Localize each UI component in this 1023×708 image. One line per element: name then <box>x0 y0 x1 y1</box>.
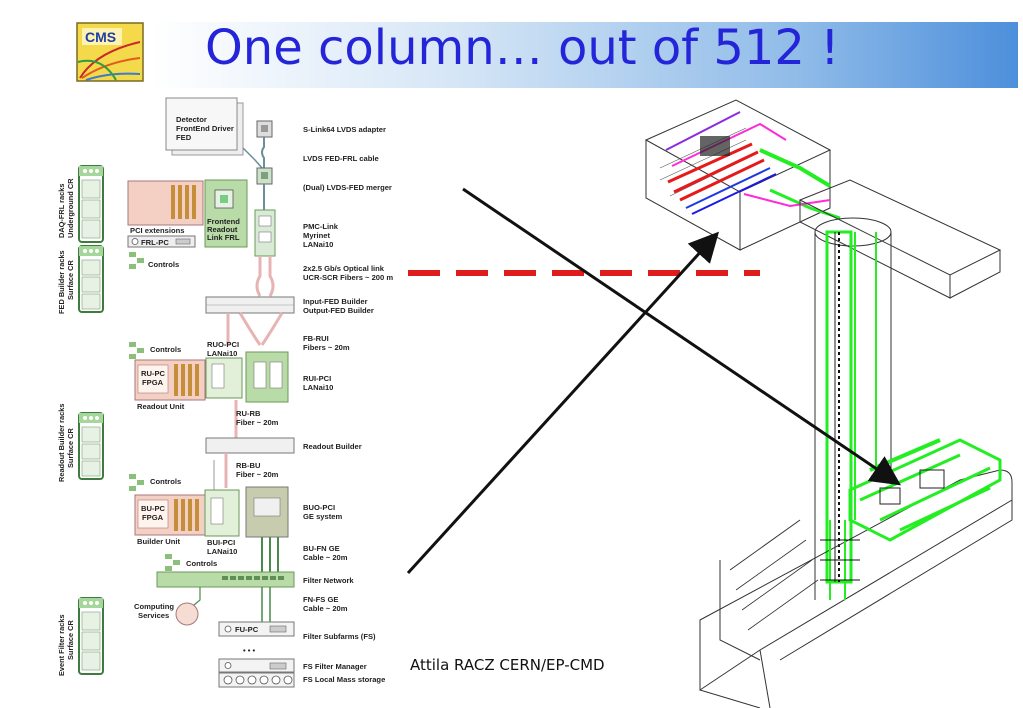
fed-builder-bar <box>205 296 295 314</box>
label-myrinet: Myrinet <box>303 231 330 240</box>
svg-text:RUO-PCI: RUO-PCI <box>207 340 239 349</box>
ru-pc-box: RU-PC FPGA Readout Unit <box>134 359 206 411</box>
rack-label: Readout Builder racks <box>57 404 66 482</box>
svg-text:Computing: Computing <box>134 602 174 611</box>
label-slink: S-Link64 LVDS adapter <box>303 125 386 134</box>
svg-text:FrontEnd Driver: FrontEnd Driver <box>176 124 234 133</box>
bu-pc-box: BU-PC FPGA Builder Unit <box>134 494 206 546</box>
label-cable-20m: Cable ~ 20m <box>303 604 348 613</box>
svg-text:Readout: Readout <box>207 225 238 234</box>
rack-label: Event Filter racks <box>57 614 66 676</box>
rack-daq-frl <box>78 165 104 243</box>
svg-text:RU-RB: RU-RB <box>236 409 261 418</box>
title-bar <box>150 22 1018 88</box>
fs-manager-box <box>218 658 295 688</box>
author-credit: Attila RACZ CERN/EP-CMD <box>410 656 605 674</box>
svg-text:Readout Unit: Readout Unit <box>137 402 185 411</box>
arrow-to-cavern <box>462 187 901 486</box>
svg-text:FRL-PC: FRL-PC <box>141 238 169 247</box>
svg-text:Detector: Detector <box>176 115 207 124</box>
svg-text:Frontend: Frontend <box>207 217 240 226</box>
svg-text:LANai10: LANai10 <box>207 349 237 358</box>
rack-label: Surface CR <box>66 619 75 660</box>
rack-label: Surface CR <box>66 259 75 300</box>
rack-fed-builder <box>78 245 104 313</box>
svg-text:Fiber ~ 20m: Fiber ~ 20m <box>236 418 279 427</box>
readout-builder-bar <box>205 437 295 454</box>
label-ge-system: GE system <box>303 512 343 521</box>
controls-label: Controls <box>150 477 181 486</box>
label-fb-rui: FB-RUI <box>303 334 329 343</box>
rack-label: Underground CR <box>66 178 75 238</box>
label-bu-fn-ge: BU-FN GE <box>303 544 340 553</box>
rack-event-filter <box>78 597 104 675</box>
label-rui-pci: RUI-PCI <box>303 374 331 383</box>
svg-text:LANai10: LANai10 <box>207 547 237 556</box>
label-fn-fs-ge: FN-FS GE <box>303 595 338 604</box>
svg-text:BU-PC: BU-PC <box>141 504 166 513</box>
svg-text:Fiber ~ 20m: Fiber ~ 20m <box>236 470 279 479</box>
svg-text:RU-PC: RU-PC <box>141 369 166 378</box>
cms-logo-icon: CMS <box>76 22 144 82</box>
svg-text:FPGA: FPGA <box>142 513 164 522</box>
label-lanai10: LANai10 <box>303 383 333 392</box>
svg-text:FU-PC: FU-PC <box>235 625 259 634</box>
label-lvds-cable: LVDS FED-FRL cable <box>303 154 379 163</box>
svg-text:PCI extensions: PCI extensions <box>130 226 184 235</box>
arrow-to-counting-room <box>406 231 720 575</box>
label-output-fed-builder: Output-FED Builder <box>303 306 374 315</box>
label-input-fed-builder: Input-FED Builder <box>303 297 368 306</box>
label-cable-20m: Cable ~ 20m <box>303 553 348 562</box>
label-buo-pci: BUO-PCI <box>303 503 335 512</box>
svg-text:Builder Unit: Builder Unit <box>137 537 181 546</box>
svg-text:RB-BU: RB-BU <box>236 461 261 470</box>
rack-readout-builder <box>78 412 104 480</box>
fed-box: Detector FrontEnd Driver FED <box>165 97 244 156</box>
label-fibers-200m: UCR-SCR Fibers ~ 200 m <box>303 273 393 282</box>
label-pmc-link: PMC-Link <box>303 222 339 231</box>
controls-icon <box>129 474 144 491</box>
controls-label: Controls <box>186 559 217 568</box>
cms-cavern-cad-drawing <box>644 99 1013 708</box>
label-fs-filter-manager: FS Filter Manager <box>303 662 367 671</box>
svg-text:FED: FED <box>176 133 192 142</box>
label-optical-link: 2x2.5 Gb/s Optical link <box>303 264 385 273</box>
logo-text: CMS <box>85 29 116 45</box>
frl-pc-box: PCI extensions FRL-PC <box>127 180 204 248</box>
label-fs-mass-storage: FS Local Mass storage <box>303 675 385 684</box>
rack-label: DAQ-FRL racks <box>57 184 66 239</box>
label-readout-builder: Readout Builder <box>303 442 362 451</box>
svg-text:BUI-PCI: BUI-PCI <box>207 538 235 547</box>
rack-label: Surface CR <box>66 427 75 468</box>
controls-icon <box>165 554 180 571</box>
controls-label: Controls <box>148 260 179 269</box>
label-fibers-20m: Fibers ~ 20m <box>303 343 350 352</box>
label-lvds-merger: (Dual) LVDS-FED merger <box>303 183 392 192</box>
controls-icon <box>129 342 144 359</box>
label-filter-subfarms: Filter Subfarms (FS) <box>303 632 376 641</box>
frl-box: Frontend Readout Link FRL <box>204 179 248 248</box>
filter-network-bar <box>156 571 295 588</box>
svg-text:Link FRL: Link FRL <box>207 233 240 242</box>
controls-label: Controls <box>150 345 181 354</box>
label-lanai10: LANai10 <box>303 240 333 249</box>
slide-title: One column… out of 512 ! <box>205 20 840 76</box>
controls-icon <box>129 252 144 269</box>
svg-text:FPGA: FPGA <box>142 378 164 387</box>
label-filter-network: Filter Network <box>303 576 354 585</box>
fu-pc-box: FU-PC <box>218 621 295 637</box>
svg-text:Services: Services <box>138 611 169 620</box>
computing-services-icon <box>175 602 199 626</box>
dots-label: • • • <box>243 646 256 655</box>
rack-label: FED Builder racks <box>57 250 66 314</box>
